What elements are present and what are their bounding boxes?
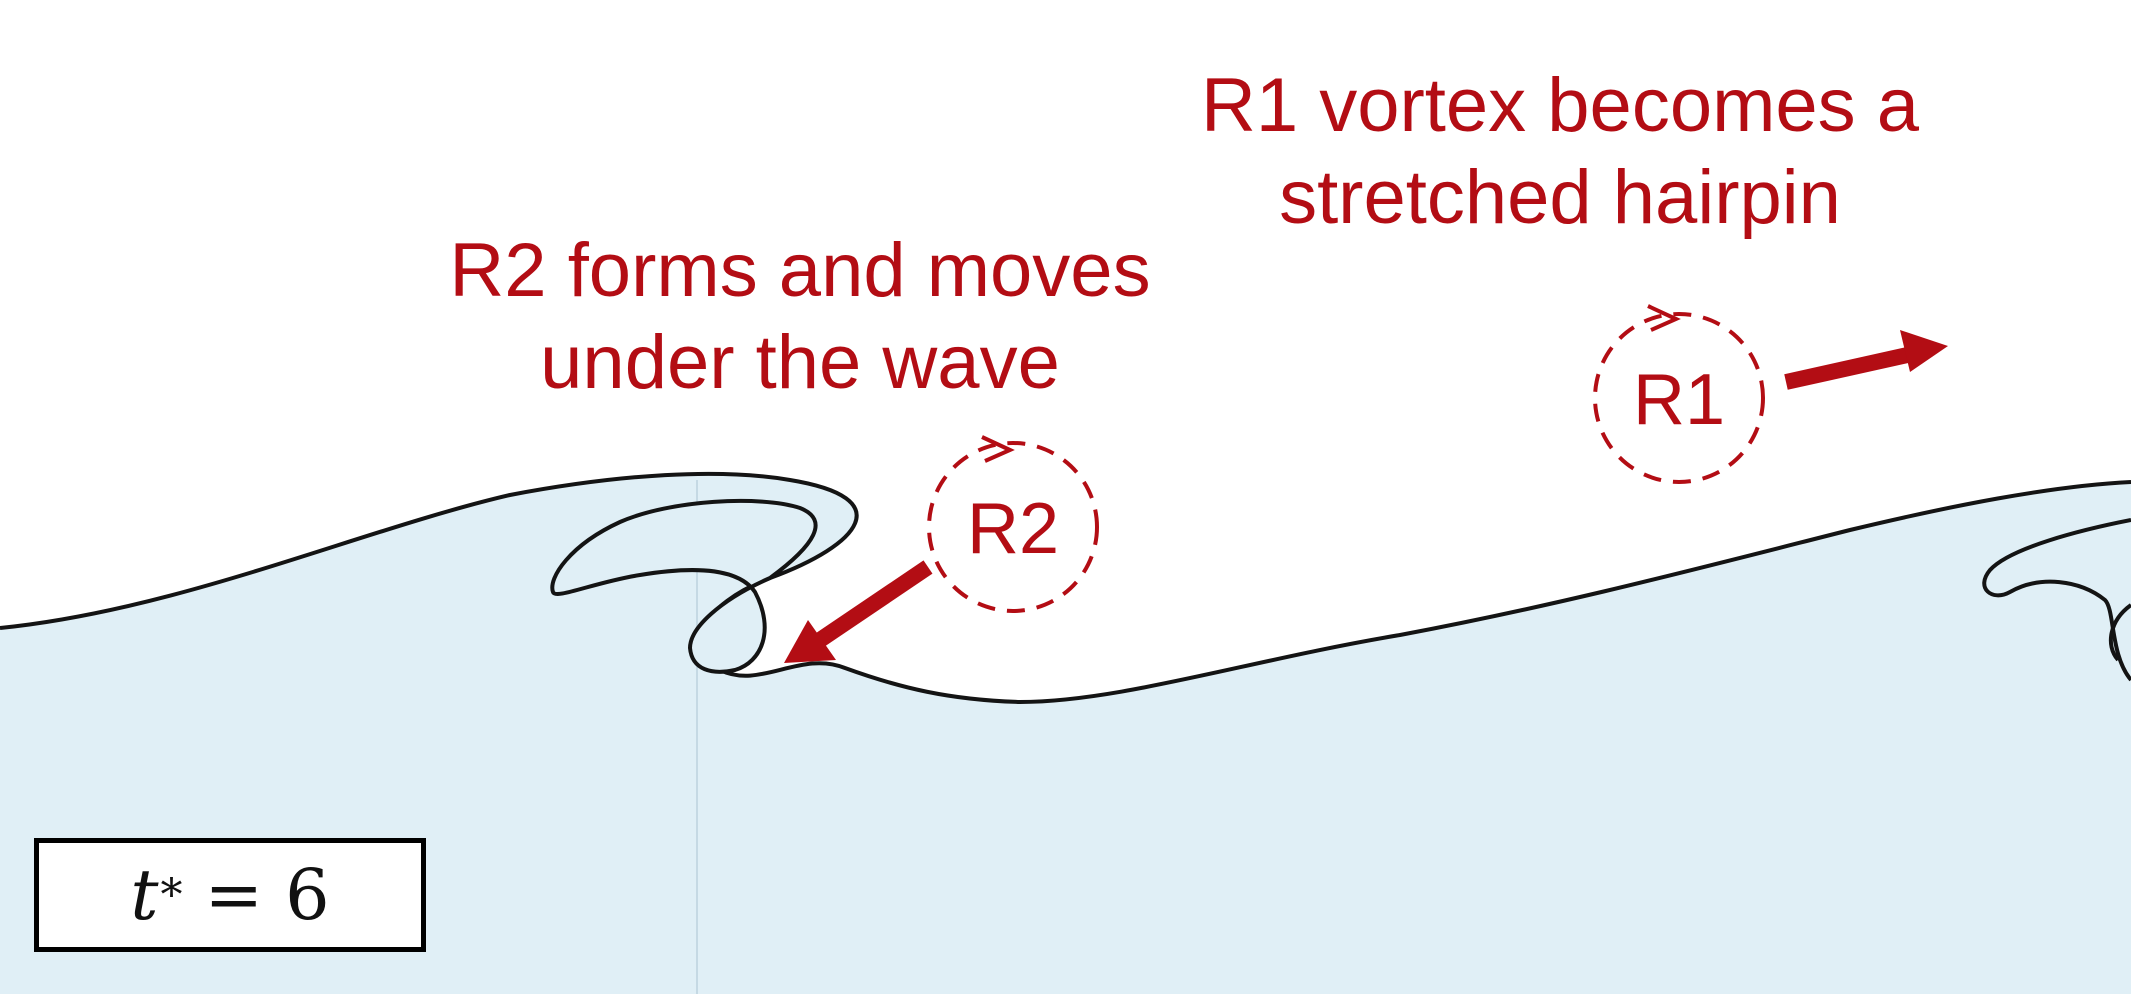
r1-motion-arrow-shaft [1784, 346, 1914, 390]
breaking-tongue [550, 498, 818, 674]
time-superscript: * [160, 869, 183, 921]
r2-caption: R2 forms and moves under the wave [400, 225, 1200, 409]
r1-vortex-label: R1 [1632, 360, 1726, 440]
r2-rotation-arrowhead [981, 435, 1015, 463]
time-label-box: t* = 6 [34, 838, 426, 952]
r2-vortex-circle [927, 441, 1099, 613]
r1-caption: R1 vortex becomes a stretched hairpin [1160, 60, 1960, 244]
r1-motion-arrowhead [1900, 330, 1948, 372]
r1-rotation-arrowhead [1647, 304, 1681, 332]
r2-motion-arrow-shaft [815, 560, 933, 647]
r2-caption-line1: R2 forms and moves [449, 228, 1151, 313]
water-region [0, 473, 2131, 994]
r2-motion-arrowhead [784, 620, 836, 663]
r1-vortex-circle [1593, 312, 1765, 484]
time-equals: = [204, 854, 264, 936]
time-symbol: t [130, 854, 159, 936]
right-crest-inner [2108, 603, 2131, 662]
r2-caption-line2: under the wave [540, 320, 1060, 405]
r2-vortex-label: R2 [966, 489, 1060, 569]
r1-caption-line1: R1 vortex becomes a [1200, 63, 1920, 148]
time-value: 6 [285, 854, 330, 936]
wave-interface [0, 471, 2131, 705]
r1-caption-line2: stretched hairpin [1279, 155, 1841, 240]
right-crest [1982, 518, 2131, 682]
